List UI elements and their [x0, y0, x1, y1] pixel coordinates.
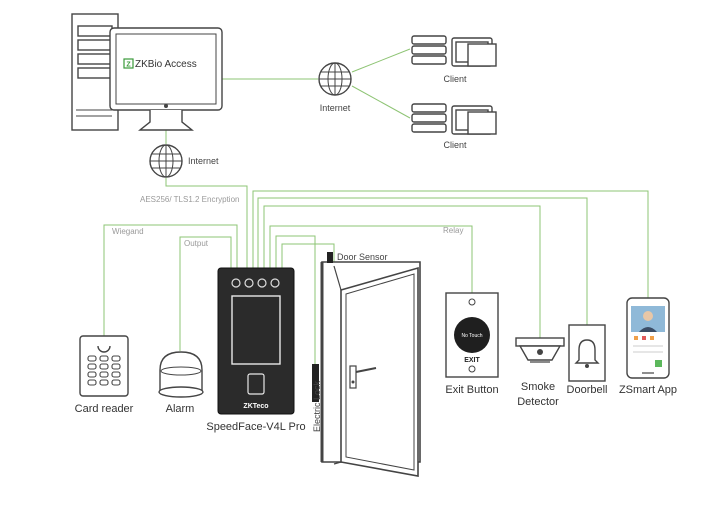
software-brand: ZKBio Access — [135, 59, 197, 70]
exit-button-label: Exit Button — [445, 384, 498, 396]
internet-label-left: Internet — [188, 156, 219, 166]
exit-button-exit-text: EXIT — [464, 357, 480, 364]
relay-label: Relay — [443, 226, 463, 235]
alarm-label: Alarm — [166, 403, 195, 415]
zsmart-app-label: ZSmart App — [619, 384, 677, 396]
monitor-icon — [109, 27, 223, 131]
electric-lock-label: Electric Lock — [312, 380, 322, 432]
door-icon — [320, 261, 421, 477]
client-computer-icon-2 — [411, 103, 497, 135]
globe-icon-top — [318, 62, 352, 96]
card-reader-icon — [79, 335, 129, 397]
smartphone-app-icon — [626, 297, 670, 379]
card-reader-label: Card reader — [75, 403, 134, 415]
terminal-logo: ZKTeco — [243, 403, 268, 410]
client-label-1: Client — [443, 74, 467, 84]
exit-button-icon: No Touch EXIT — [445, 292, 499, 378]
electric-lock-icon — [312, 364, 319, 402]
exit-button-face-text: No Touch — [461, 333, 482, 339]
zkbio-access-logo: Z ZKBio Access — [123, 58, 197, 70]
smoke-detector-label-line2: Detector — [517, 396, 559, 408]
door-sensor-icon — [327, 252, 333, 263]
globe-icon-left — [149, 144, 183, 178]
smoke-detector-label-line1: Smoke — [521, 381, 555, 393]
client-label-2: Client — [443, 140, 467, 150]
client-computer-icon-1 — [411, 35, 497, 67]
internet-label-top: Internet — [320, 103, 351, 113]
svg-text:Z: Z — [126, 62, 131, 69]
door-sensor-label: Door Sensor — [337, 252, 388, 262]
wiegand-label: Wiegand — [112, 227, 144, 236]
smoke-detector-icon — [515, 337, 565, 363]
doorbell-icon — [568, 324, 606, 382]
terminal-label: SpeedFace-V4L Pro — [206, 421, 305, 433]
connection-wires — [103, 48, 649, 364]
encryption-label: AES256/ TLS1.2 Encryption — [140, 195, 239, 204]
speedface-terminal-icon: ZKTeco — [217, 267, 295, 415]
alarm-icon — [158, 351, 204, 398]
output-label: Output — [184, 239, 209, 248]
doorbell-label: Doorbell — [567, 384, 608, 396]
